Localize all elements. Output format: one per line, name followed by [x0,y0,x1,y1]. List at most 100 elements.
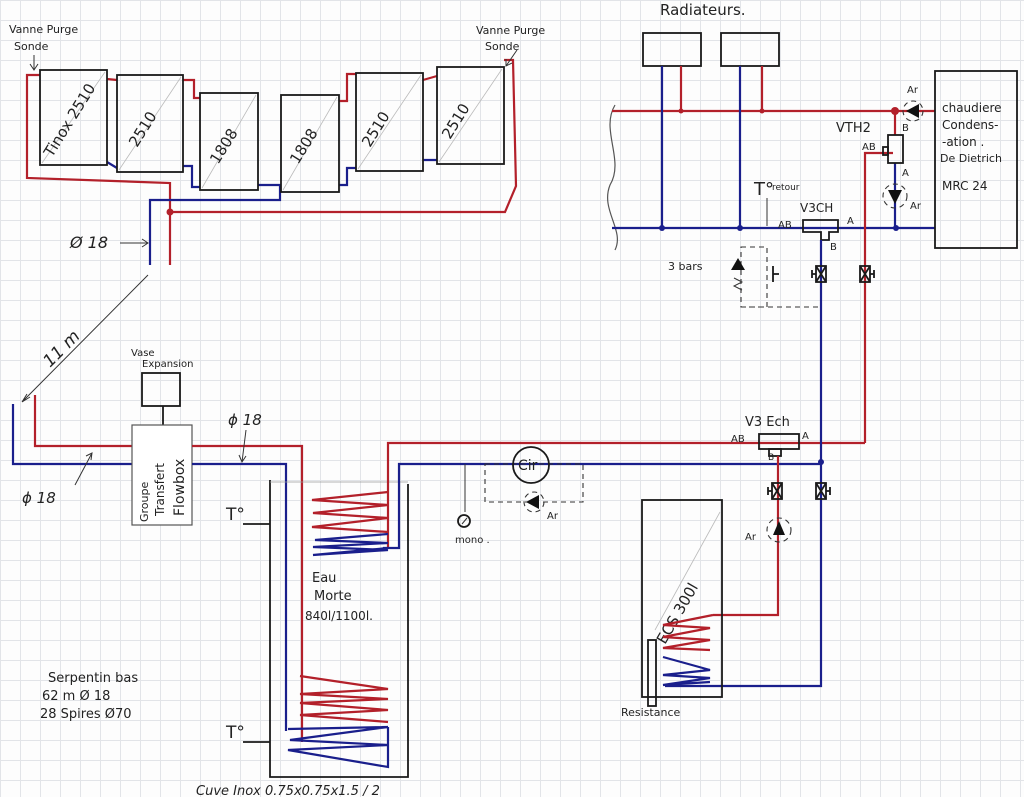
upper-coil-hot [311,490,389,534]
port-label: B [902,123,909,134]
tank-label: Morte [314,589,352,604]
gauge-label: mono . [455,535,490,546]
hot-pipe-to-flowbox [33,395,132,448]
upper-coil-cold [312,532,389,557]
return-temp-sublabel: retour [772,183,800,193]
port-label: AB [862,142,876,153]
collector-panel: 1808 [199,92,259,191]
coil-note: Serpentin bas [48,671,138,686]
collector-hot-links [106,72,438,103]
port-label: A [847,216,854,227]
boiler-pump-flow: Ar [902,85,924,122]
v3-exchanger-valve: V3 Ech AB A B [731,415,809,463]
collector-panel: 2510 [116,74,184,173]
pump-label: Ar [910,201,922,212]
flowbox-label: Transfert [153,463,167,517]
port-label: B [830,242,837,253]
panel-label: 2510 [358,108,394,150]
pipe-diameter-label: Ø 18 [69,233,108,252]
relief-valve-icon [731,258,745,270]
v3-heating-valve: V3CH AB A B [778,201,854,253]
expansion-vessel: Vase Expansion [131,348,194,425]
tank-caption: Cuve Inox 0.75x0.75x1.5 / 2 [196,784,380,797]
collector-cold-links [106,158,437,265]
valve-label: VTH2 [836,121,871,136]
vth2-valve: VTH2 AB B A [836,121,909,179]
pressure-gauge: mono . [455,464,490,546]
panel-label: 2510 [125,108,161,150]
radiator [642,32,702,67]
radiator-cold-drop [660,66,742,228]
cold-pipe-to-tank [192,462,288,731]
temp-sensor-label: T° [225,505,245,525]
distance-label: 11 m [39,327,84,372]
heater-label: Resistance [621,706,681,719]
pump-label: Ar [745,532,757,543]
lower-coil-cold [287,725,390,769]
port-label: AB [731,434,745,445]
temp-sensor-label: T° [225,723,245,743]
dhw-pump: Ar [745,517,792,543]
pipe-diameter-label: ϕ 18 [22,489,56,507]
purge-valve-label-right: Vanne Purge [476,24,545,37]
hot-main-line [386,441,865,446]
circulator: Cir Ar [484,446,584,522]
boiler-model-label: MRC 24 [942,179,988,193]
arrow-icon [238,429,247,464]
dhw-coil-cold [662,655,711,687]
arrow-icon [29,55,39,71]
boiler-label: chaudiere [942,101,1002,115]
dhw-hot-feed [713,456,780,617]
dhw-coil-hot [662,613,714,652]
boiler-pump-return: Ar [882,183,922,212]
flowbox-transfer-group: Groupe Transfert Flowbox [131,424,193,526]
pump-icon [888,190,902,204]
circulator-label: Cir [518,458,538,474]
hot-pipe-to-tank [192,444,304,742]
vth2-ab-line [863,151,893,443]
tank-volume-label: 840l/1100l. [305,609,373,623]
immersion-heater [647,639,657,707]
pipe-diameter-label: ϕ 18 [228,411,262,429]
probe-label-right: Sonde [485,40,520,53]
panel-label: Tinox 2510 [40,80,100,161]
valve-label: V3CH [800,201,833,215]
boiler-label: De Dietrich [940,152,1002,165]
pump-icon [773,521,785,535]
radiator [720,32,780,67]
collector-array: Tinox 2510 2510 1808 1808 2510 2510 [9,23,545,265]
isolation-valve [767,482,783,500]
pump-label: Ar [547,511,559,522]
flowbox-label: Groupe [138,482,151,522]
pump-icon [526,495,539,509]
storage-tank: T° T° Eau Morte 840l/1100l. Cuve Inox 0.… [196,480,409,797]
panel-label: 1808 [206,125,242,167]
safety-valve-label: 3 bars [668,260,703,273]
isolation-valve [815,482,831,500]
isolation-valve [859,265,875,283]
boiler-label: Condens- [942,118,999,132]
collector-panel: 2510 [436,66,505,165]
cold-pipe-to-flowbox [11,404,132,466]
radiator-hot-drop [679,66,764,111]
dimension-line [21,274,149,403]
collector-panel: Tinox 2510 [39,69,108,166]
return-temp-label: T° [753,179,774,200]
coil-cold-return [383,462,820,550]
boiler: chaudiere Condens- -ation . De Dietrich … [934,70,1018,249]
safety-valve: 3 bars [668,246,821,308]
port-label: AB [778,220,792,231]
gauge-icon [457,514,471,528]
pump-label: Ar [907,85,919,96]
collector-panel: 1808 [280,94,340,193]
boiler-label: -ation . [942,135,984,149]
arrow-icon [120,238,149,248]
valve-label: V3 Ech [745,415,790,430]
port-label: B [768,453,774,463]
dhw-cold-return [665,443,823,688]
arrow-icon [74,452,93,486]
panel-label: 1808 [286,125,322,167]
port-label: A [902,168,909,179]
pump-icon [906,104,919,118]
